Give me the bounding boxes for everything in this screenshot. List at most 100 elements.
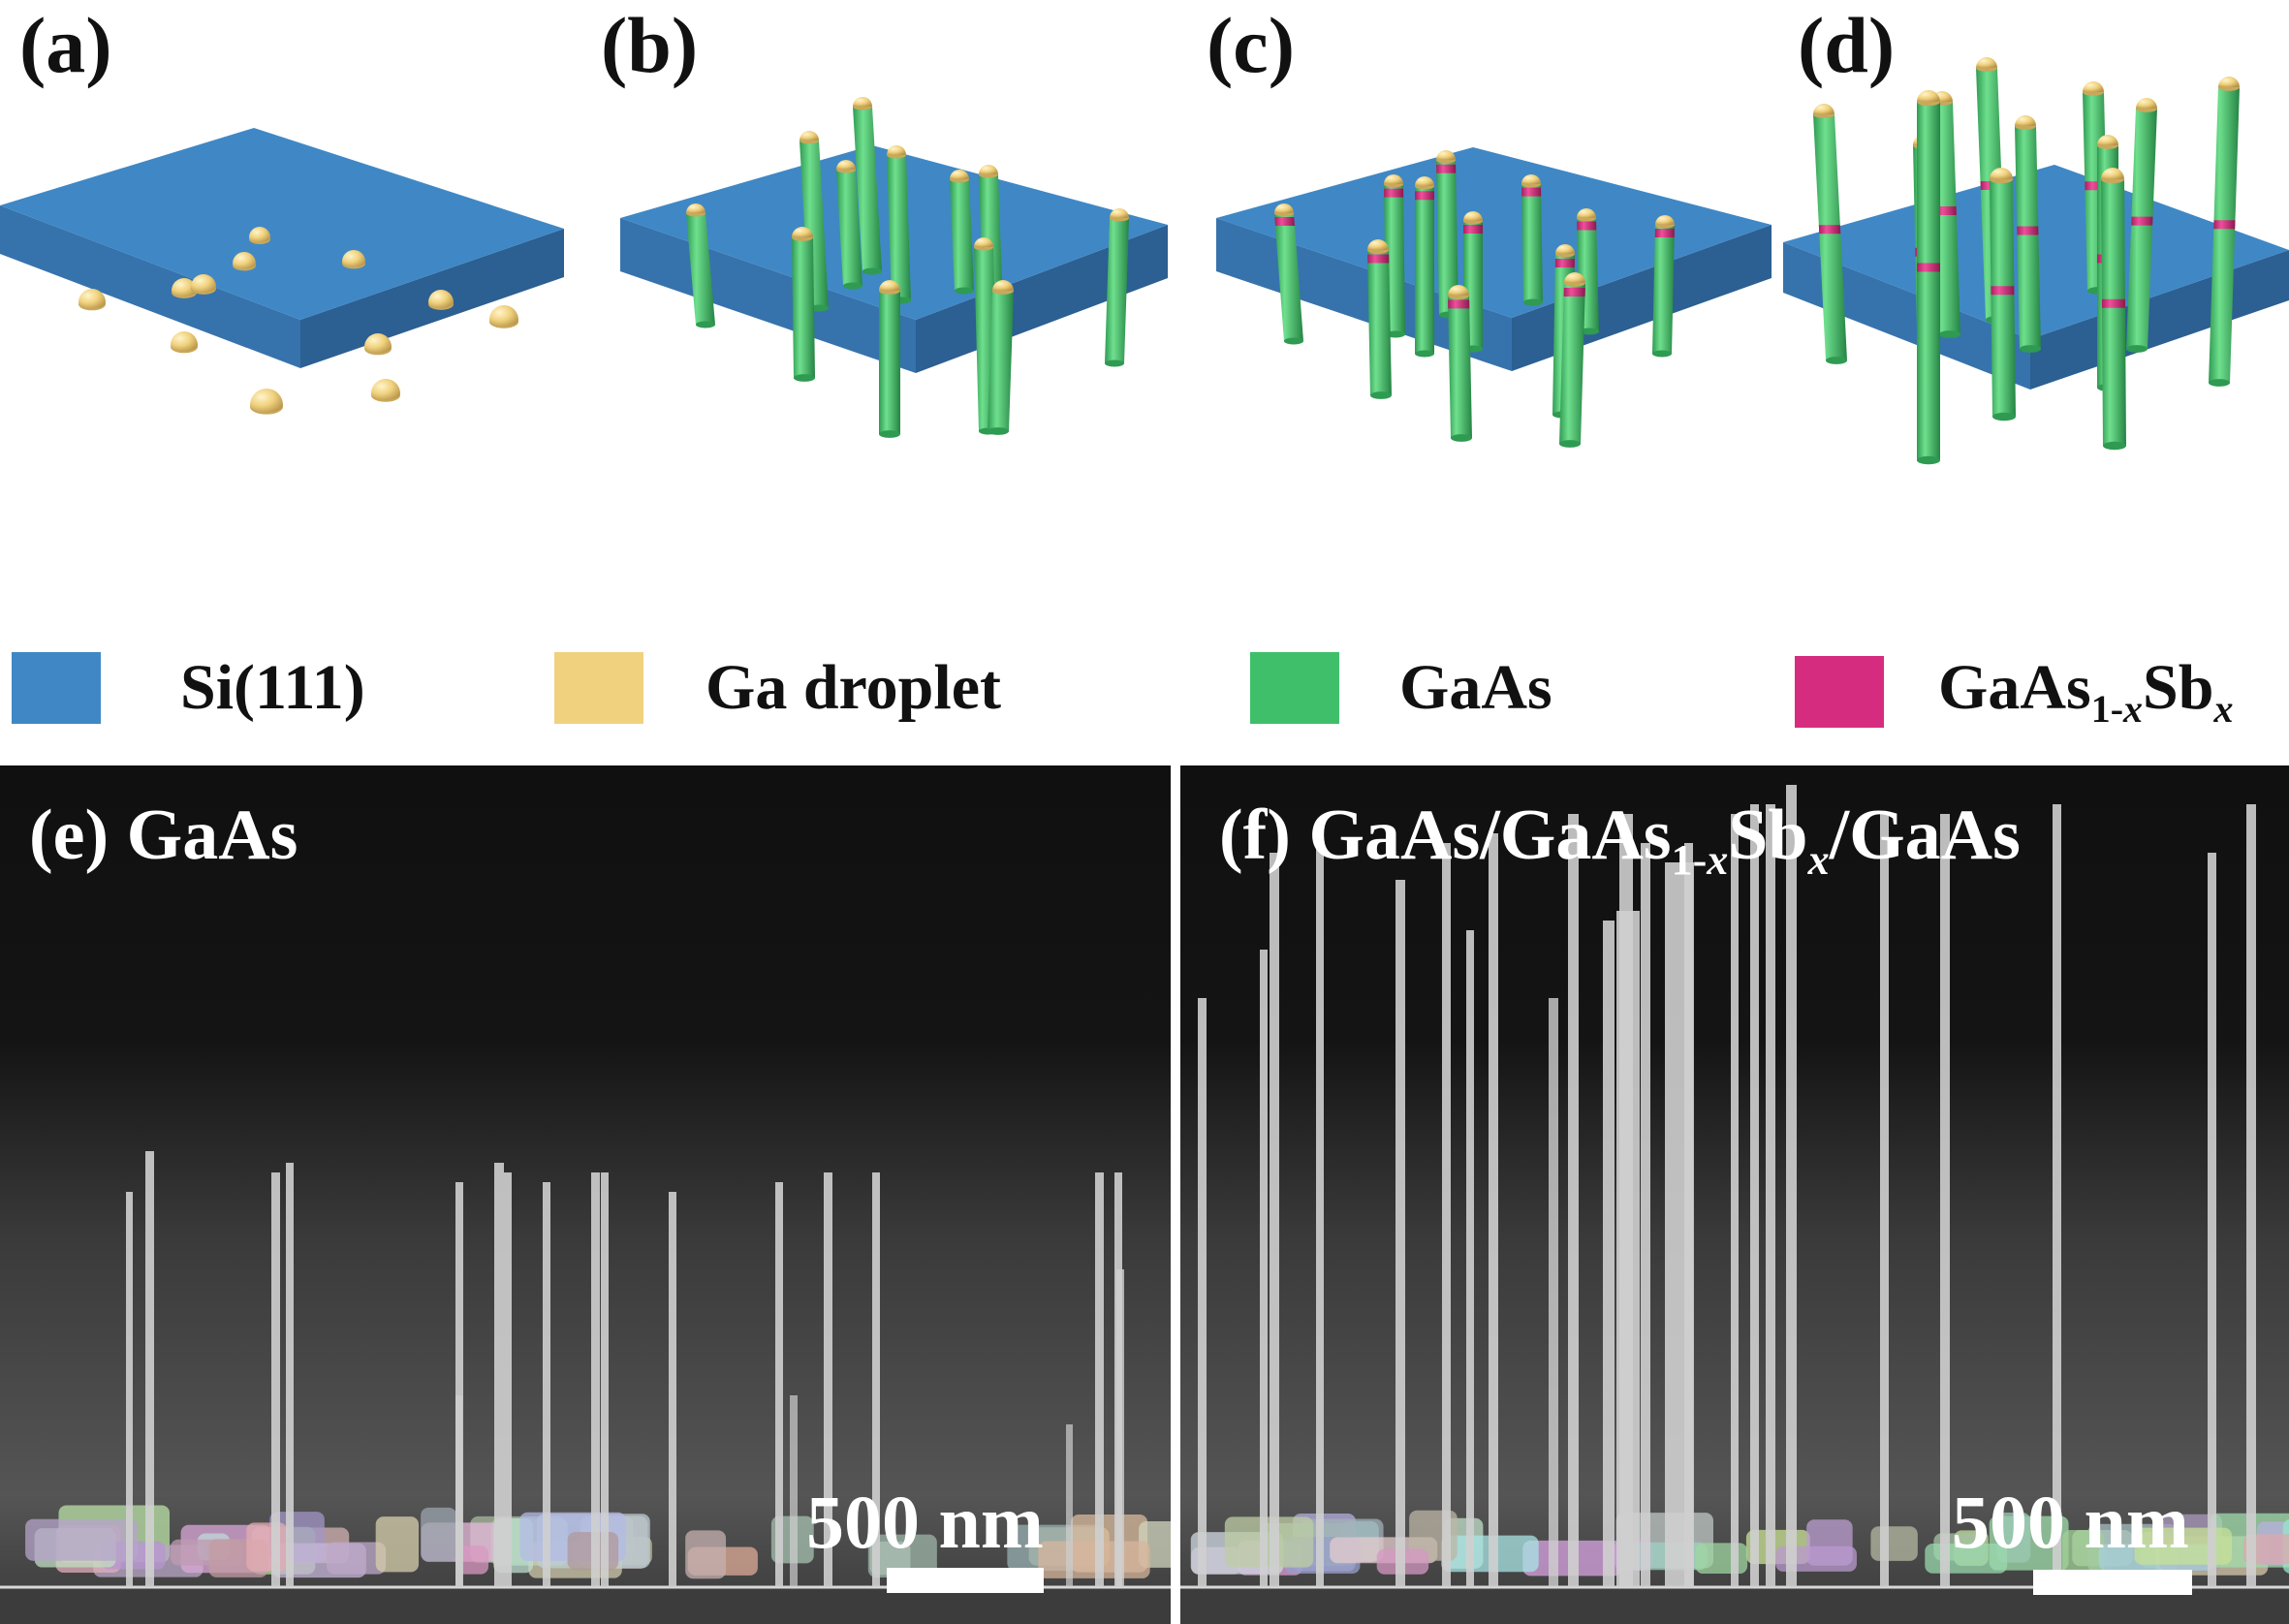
panel-label-c: (c) — [1207, 1, 1296, 89]
sem-nanowire — [1766, 804, 1775, 1587]
ga-droplet — [342, 250, 365, 269]
sem-nanowire — [455, 1182, 463, 1587]
sem-nanowire — [1786, 785, 1797, 1587]
sem-f-title: (f) GaAs/GaAs1-xSbx/GaAs — [1219, 796, 2021, 884]
nanowire — [1917, 90, 1940, 465]
nanowire — [686, 203, 715, 328]
ga-droplet — [249, 227, 270, 244]
legend-swatch-gaas — [1250, 652, 1339, 724]
sem-nanowire — [1316, 833, 1324, 1587]
nanowire — [1274, 203, 1303, 345]
sem-nanowire — [1270, 853, 1279, 1587]
sem-nanowire — [1198, 998, 1207, 1587]
nanowire — [1813, 104, 1847, 364]
sem-f-scale-label: 500 nm — [1952, 1480, 2189, 1564]
sem-nanowire — [271, 1172, 280, 1587]
sem-image-f: (f) GaAs/GaAs1-xSbx/GaAs 500 nm — [1180, 765, 2289, 1624]
ga-droplet — [489, 305, 518, 328]
sem-f-nanowires — [1180, 765, 2289, 1624]
legend-label-si: Si(111) — [180, 652, 365, 723]
nanowire — [879, 280, 900, 438]
nanowire — [1463, 211, 1483, 353]
sem-nanowire — [1066, 1424, 1073, 1587]
ga-droplet — [250, 389, 283, 415]
nanowire — [988, 280, 1014, 435]
panel-label-a: (a) — [19, 1, 112, 89]
sem-nanowire — [2246, 804, 2256, 1587]
nanowire — [1990, 168, 2016, 422]
sem-nanowire — [872, 1172, 880, 1587]
sem-nanowire — [1603, 921, 1615, 1587]
sem-nanowire — [601, 1172, 609, 1587]
nanowire — [1448, 285, 1472, 442]
sem-e-scale-bar — [887, 1568, 1044, 1593]
growth-schematic — [0, 57, 2289, 465]
sem-e-scale-label: 500 nm — [806, 1480, 1044, 1564]
legend-label-gaas: GaAs — [1399, 652, 1552, 723]
sem-nanowire — [1616, 911, 1640, 1587]
sem-nanowire — [1940, 814, 1950, 1587]
sem-nanowire — [1750, 804, 1759, 1587]
ga-droplet — [191, 274, 216, 295]
legend-label-ga-droplet: Ga droplet — [706, 652, 1001, 723]
nanowire — [1559, 272, 1585, 448]
sem-e-title: (e) GaAs — [29, 796, 298, 875]
sem-image-e: (e) GaAs 500 nm — [0, 765, 1171, 1624]
sem-nanowire — [775, 1182, 783, 1587]
sem-nanowire — [824, 1172, 832, 1587]
nanowire — [1652, 215, 1675, 358]
legend-label-gaassb: GaAs1-xSbx — [1938, 652, 2234, 731]
nanowire — [836, 160, 862, 290]
legend-item-gaas: GaAs — [1250, 651, 1552, 725]
ga-droplet — [371, 379, 400, 402]
sem-e-nanowires — [0, 765, 1171, 1624]
ga-droplet — [172, 278, 197, 298]
sem-nanowire — [1568, 814, 1579, 1587]
sem-nanowire — [1095, 1172, 1104, 1587]
sem-nanowire — [494, 1163, 504, 1587]
legend-item-ga-droplet: Ga droplet — [554, 651, 1001, 725]
sem-nanowire — [543, 1182, 550, 1587]
sem-nanowire — [1731, 814, 1739, 1587]
nanowire — [2209, 77, 2240, 387]
ga-droplet — [171, 331, 198, 354]
sem-nanowire — [669, 1192, 676, 1587]
nanowire — [950, 170, 974, 295]
sem-nanowire — [126, 1192, 133, 1587]
sem-f-scale-bar — [2033, 1570, 2192, 1595]
sem-nanowire — [145, 1151, 154, 1587]
nanowire — [2015, 115, 2041, 353]
nanowire — [2101, 168, 2126, 451]
sem-nanowire — [1665, 862, 1694, 1587]
legend-item-gaassb: GaAs1-xSbx — [1795, 651, 2233, 732]
ga-droplet — [78, 289, 106, 311]
legend-swatch-ga-droplet — [554, 652, 643, 724]
sem-nanowire — [455, 1395, 462, 1587]
nanowire — [887, 145, 911, 304]
sem-nanowire — [1260, 950, 1268, 1587]
nanowire — [853, 97, 882, 275]
sem-nanowire — [1395, 880, 1405, 1587]
sem-nanowire — [790, 1395, 798, 1587]
legend-item-si: Si(111) — [12, 651, 365, 725]
sem-nanowire — [1549, 998, 1558, 1587]
sem-nanowire — [1489, 833, 1498, 1587]
substrate-a — [0, 128, 564, 368]
sem-nanowire — [1116, 1269, 1124, 1587]
nanowire — [792, 227, 815, 382]
sem-nanowire — [1442, 843, 1451, 1587]
ga-droplet — [364, 333, 392, 356]
panel-label-d: (d) — [1798, 1, 1896, 89]
ga-droplet — [233, 252, 256, 271]
nanowire — [1415, 176, 1434, 358]
ga-droplet — [428, 290, 454, 310]
nanowire — [1367, 239, 1392, 399]
sem-nanowire — [504, 1172, 512, 1587]
sem-nanowire — [591, 1172, 600, 1587]
nanowire — [1105, 208, 1129, 367]
sem-nanowire — [286, 1163, 294, 1587]
legend-swatch-si — [12, 652, 101, 724]
sem-nanowire — [2053, 804, 2061, 1587]
legend-swatch-gaassb — [1795, 655, 1884, 728]
sem-nanowire — [2208, 853, 2216, 1587]
